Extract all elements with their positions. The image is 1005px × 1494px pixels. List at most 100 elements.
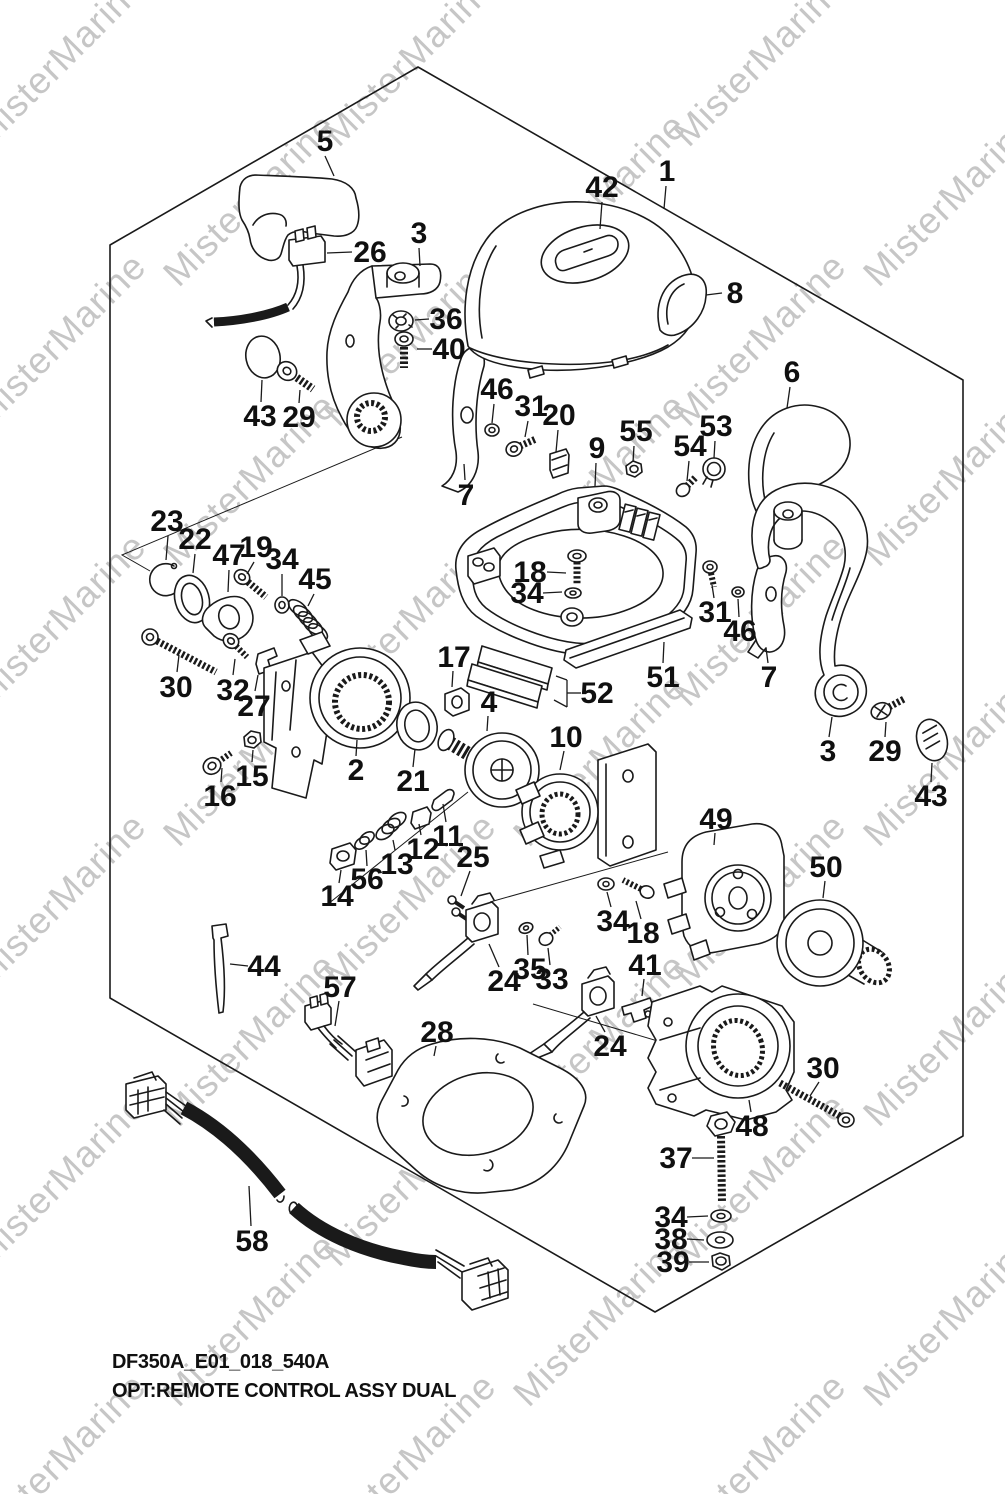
leader-line-32 [232, 658, 236, 676]
part-bracket-7-right [747, 554, 788, 659]
part-label-27: 27 [237, 690, 270, 723]
part-label-10: 10 [549, 721, 582, 754]
part-label-9: 9 [589, 432, 606, 465]
part-label-16: 16 [203, 780, 236, 813]
part-label-18: 18 [513, 556, 546, 589]
part-connector-57 [304, 992, 393, 1087]
part-switch-24-left [413, 892, 499, 991]
part-bolt-30-left [141, 628, 218, 676]
part-label-46: 46 [723, 615, 756, 648]
part-label-34: 34 [596, 905, 630, 938]
leader-line-43 [260, 379, 263, 403]
diagram-code: DF350A_E01_018_540A [112, 1351, 329, 1373]
leader-line-2 [355, 739, 358, 757]
leader-line-24 [488, 943, 500, 968]
part-label-8: 8 [727, 277, 744, 310]
part-lever-3-left [326, 262, 442, 449]
leader-line-29 [298, 389, 301, 404]
part-bolt-37 [706, 1111, 736, 1204]
part-label-22: 22 [178, 523, 211, 556]
part-screws-25 [447, 895, 470, 922]
part-gear-50 [776, 899, 892, 987]
part-label-35: 35 [513, 953, 546, 986]
part-label-51: 51 [646, 661, 679, 694]
part-clip-20 [549, 448, 570, 479]
part-badge-43-right [915, 718, 949, 762]
part-label-40: 40 [432, 333, 465, 366]
leader-line-10 [559, 750, 565, 771]
part-label-7: 7 [458, 479, 475, 512]
leader-line-4 [486, 715, 489, 732]
part-cover-42 [464, 201, 697, 379]
leader-line-45 [307, 593, 315, 607]
part-label-33: 33 [535, 963, 568, 996]
leader-line-42 [599, 201, 603, 230]
part-clip-41 [621, 997, 654, 1023]
leader-line-50 [822, 880, 826, 899]
part-tray-9 [455, 485, 697, 656]
leader-line-6 [786, 386, 791, 409]
leader-line-18 [546, 571, 567, 574]
leader-line-27 [254, 674, 259, 692]
part-label-6: 6 [784, 356, 801, 389]
part-label-36: 36 [429, 303, 462, 336]
axis-lines [120, 436, 689, 1051]
part-label-30: 30 [806, 1052, 839, 1085]
part-cable-tie-44 [211, 923, 229, 1014]
part-washer-46-right [731, 586, 745, 598]
leader-line-36 [414, 318, 430, 321]
leader-line-22 [192, 553, 196, 574]
part-ring-22 [173, 574, 211, 624]
part-label-37: 37 [659, 1142, 692, 1175]
part-flange-8 [657, 273, 707, 337]
leader-line-16 [220, 767, 223, 783]
leader-line-8 [705, 292, 723, 296]
part-housing-2 [263, 631, 411, 799]
leader-line-9 [594, 462, 597, 487]
part-housing-49 [663, 822, 785, 961]
part-screw-33 [538, 925, 562, 947]
part-label-25: 25 [456, 841, 489, 874]
leader-line-15 [251, 749, 254, 763]
leader-line-24 [595, 1015, 606, 1033]
leader-line-30 [176, 654, 180, 673]
part-housing-48 [647, 985, 795, 1121]
leader-line-46 [737, 598, 740, 618]
diagram-title: OPT:REMOTE CONTROL ASSY DUAL [112, 1380, 456, 1402]
part-label-19: 19 [239, 531, 272, 564]
part-screw-19 [233, 568, 269, 600]
part-plates-52 [466, 645, 568, 709]
part-label-28: 28 [420, 1016, 453, 1049]
part-rod-51 [563, 609, 693, 669]
part-lever-3-right [751, 482, 869, 718]
leader-line-26 [326, 251, 353, 254]
part-label-56: 56 [350, 863, 383, 896]
part-washer-36 [388, 310, 414, 332]
part-connector-26 [205, 225, 326, 328]
leader-line-21 [412, 748, 416, 768]
part-washer-34-left [274, 596, 290, 614]
part-label-14: 14 [320, 880, 354, 913]
part-bolt-40 [394, 331, 414, 368]
part-cable-58 [125, 1071, 509, 1311]
frame-border [109, 66, 964, 1313]
part-label-43: 43 [914, 780, 947, 813]
part-washer-34-mid [597, 877, 615, 891]
part-label-24: 24 [593, 1030, 627, 1063]
part-block-12 [410, 806, 432, 830]
leader-line-35 [526, 934, 529, 956]
part-label-3: 3 [820, 735, 837, 768]
part-label-45: 45 [298, 563, 331, 596]
part-bracket-7-left [441, 346, 486, 493]
leader-line-23 [165, 535, 169, 561]
part-screw-16 [202, 750, 233, 776]
leader-line-56 [365, 849, 368, 867]
part-label-42: 42 [585, 171, 618, 204]
leader-line-18 [635, 900, 642, 920]
part-spring-56 [354, 831, 375, 850]
leader-line-48 [748, 1099, 752, 1113]
leader-lines [165, 155, 933, 1263]
leader-line-31 [524, 420, 529, 438]
leader-line-55 [632, 445, 635, 463]
